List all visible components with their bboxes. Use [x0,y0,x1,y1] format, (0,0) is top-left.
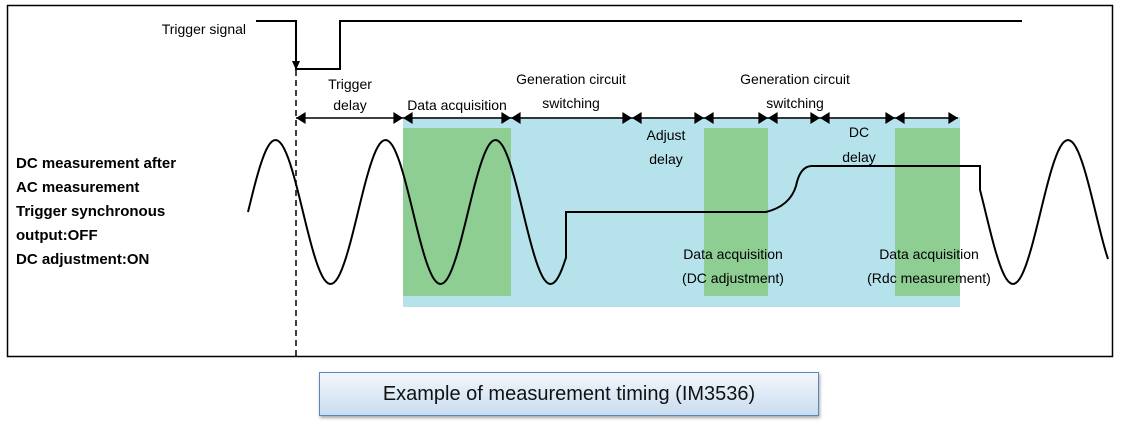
arrowhead-left [511,112,521,124]
adjust-delay-label: Adjust [647,127,686,143]
rdc-acquisition-label: (Rdc measurement) [867,270,991,286]
arrowhead-left [704,112,714,124]
caption-box: Example of measurement timing (IM3536) [319,372,819,416]
arrowhead-left [820,112,830,124]
adjust-delay-label: delay [649,151,682,167]
arrowhead-left [895,112,905,124]
timing-arrowheads [296,112,958,124]
trigger-edge-arrow [292,61,300,70]
dc-adjust-acquisition-label: Data acquisition [683,246,783,262]
dc-delay-label: delay [842,149,875,165]
trigger-signal-waveform [256,20,1022,70]
measurement-signal [247,138,1109,286]
condition-line: DC adjustment:ON [16,251,149,268]
condition-line: output:OFF [16,227,98,244]
arrowhead-right [885,112,895,124]
arrowhead-left [632,112,642,124]
arrowhead-right [393,112,403,124]
dc-adjust-acquisition-label: (DC adjustment) [682,270,784,286]
generation-switching-label: Generation circuit [516,71,626,87]
arrowhead-right [948,112,958,124]
arrowhead-left [403,112,413,124]
arrowhead-left [296,112,306,124]
condition-block: DC measurement after AC measurement Trig… [16,155,176,268]
rdc-acquisition-label: Data acquisition [879,246,979,262]
acquisition-window-ac [403,128,511,296]
acquisition-window-rdc [895,128,960,296]
condition-line: Trigger synchronous [16,203,165,220]
generation-switching-label: Generation circuit [740,71,850,87]
arrowhead-left [768,112,778,124]
trigger-delay-label: Trigger [328,76,372,92]
caption-text: Example of measurement timing (IM3536) [382,382,756,405]
trigger-signal-label: Trigger signal [162,21,246,37]
arrowhead-right [501,112,511,124]
arrowhead-right [622,112,632,124]
data-acquisition-label: Data acquisition [407,97,507,113]
condition-line: AC measurement [16,179,139,196]
condition-line: DC measurement after [16,155,176,172]
arrowhead-right [694,112,704,124]
trigger-delay-label: delay [333,97,366,113]
diagram-frame [6,4,1114,358]
arrowhead-right [758,112,768,124]
generation-switching-label: switching [542,95,600,111]
dc-delay-label: DC [849,124,869,140]
generation-switching-label: switching [766,95,824,111]
arrowhead-right [810,112,820,124]
